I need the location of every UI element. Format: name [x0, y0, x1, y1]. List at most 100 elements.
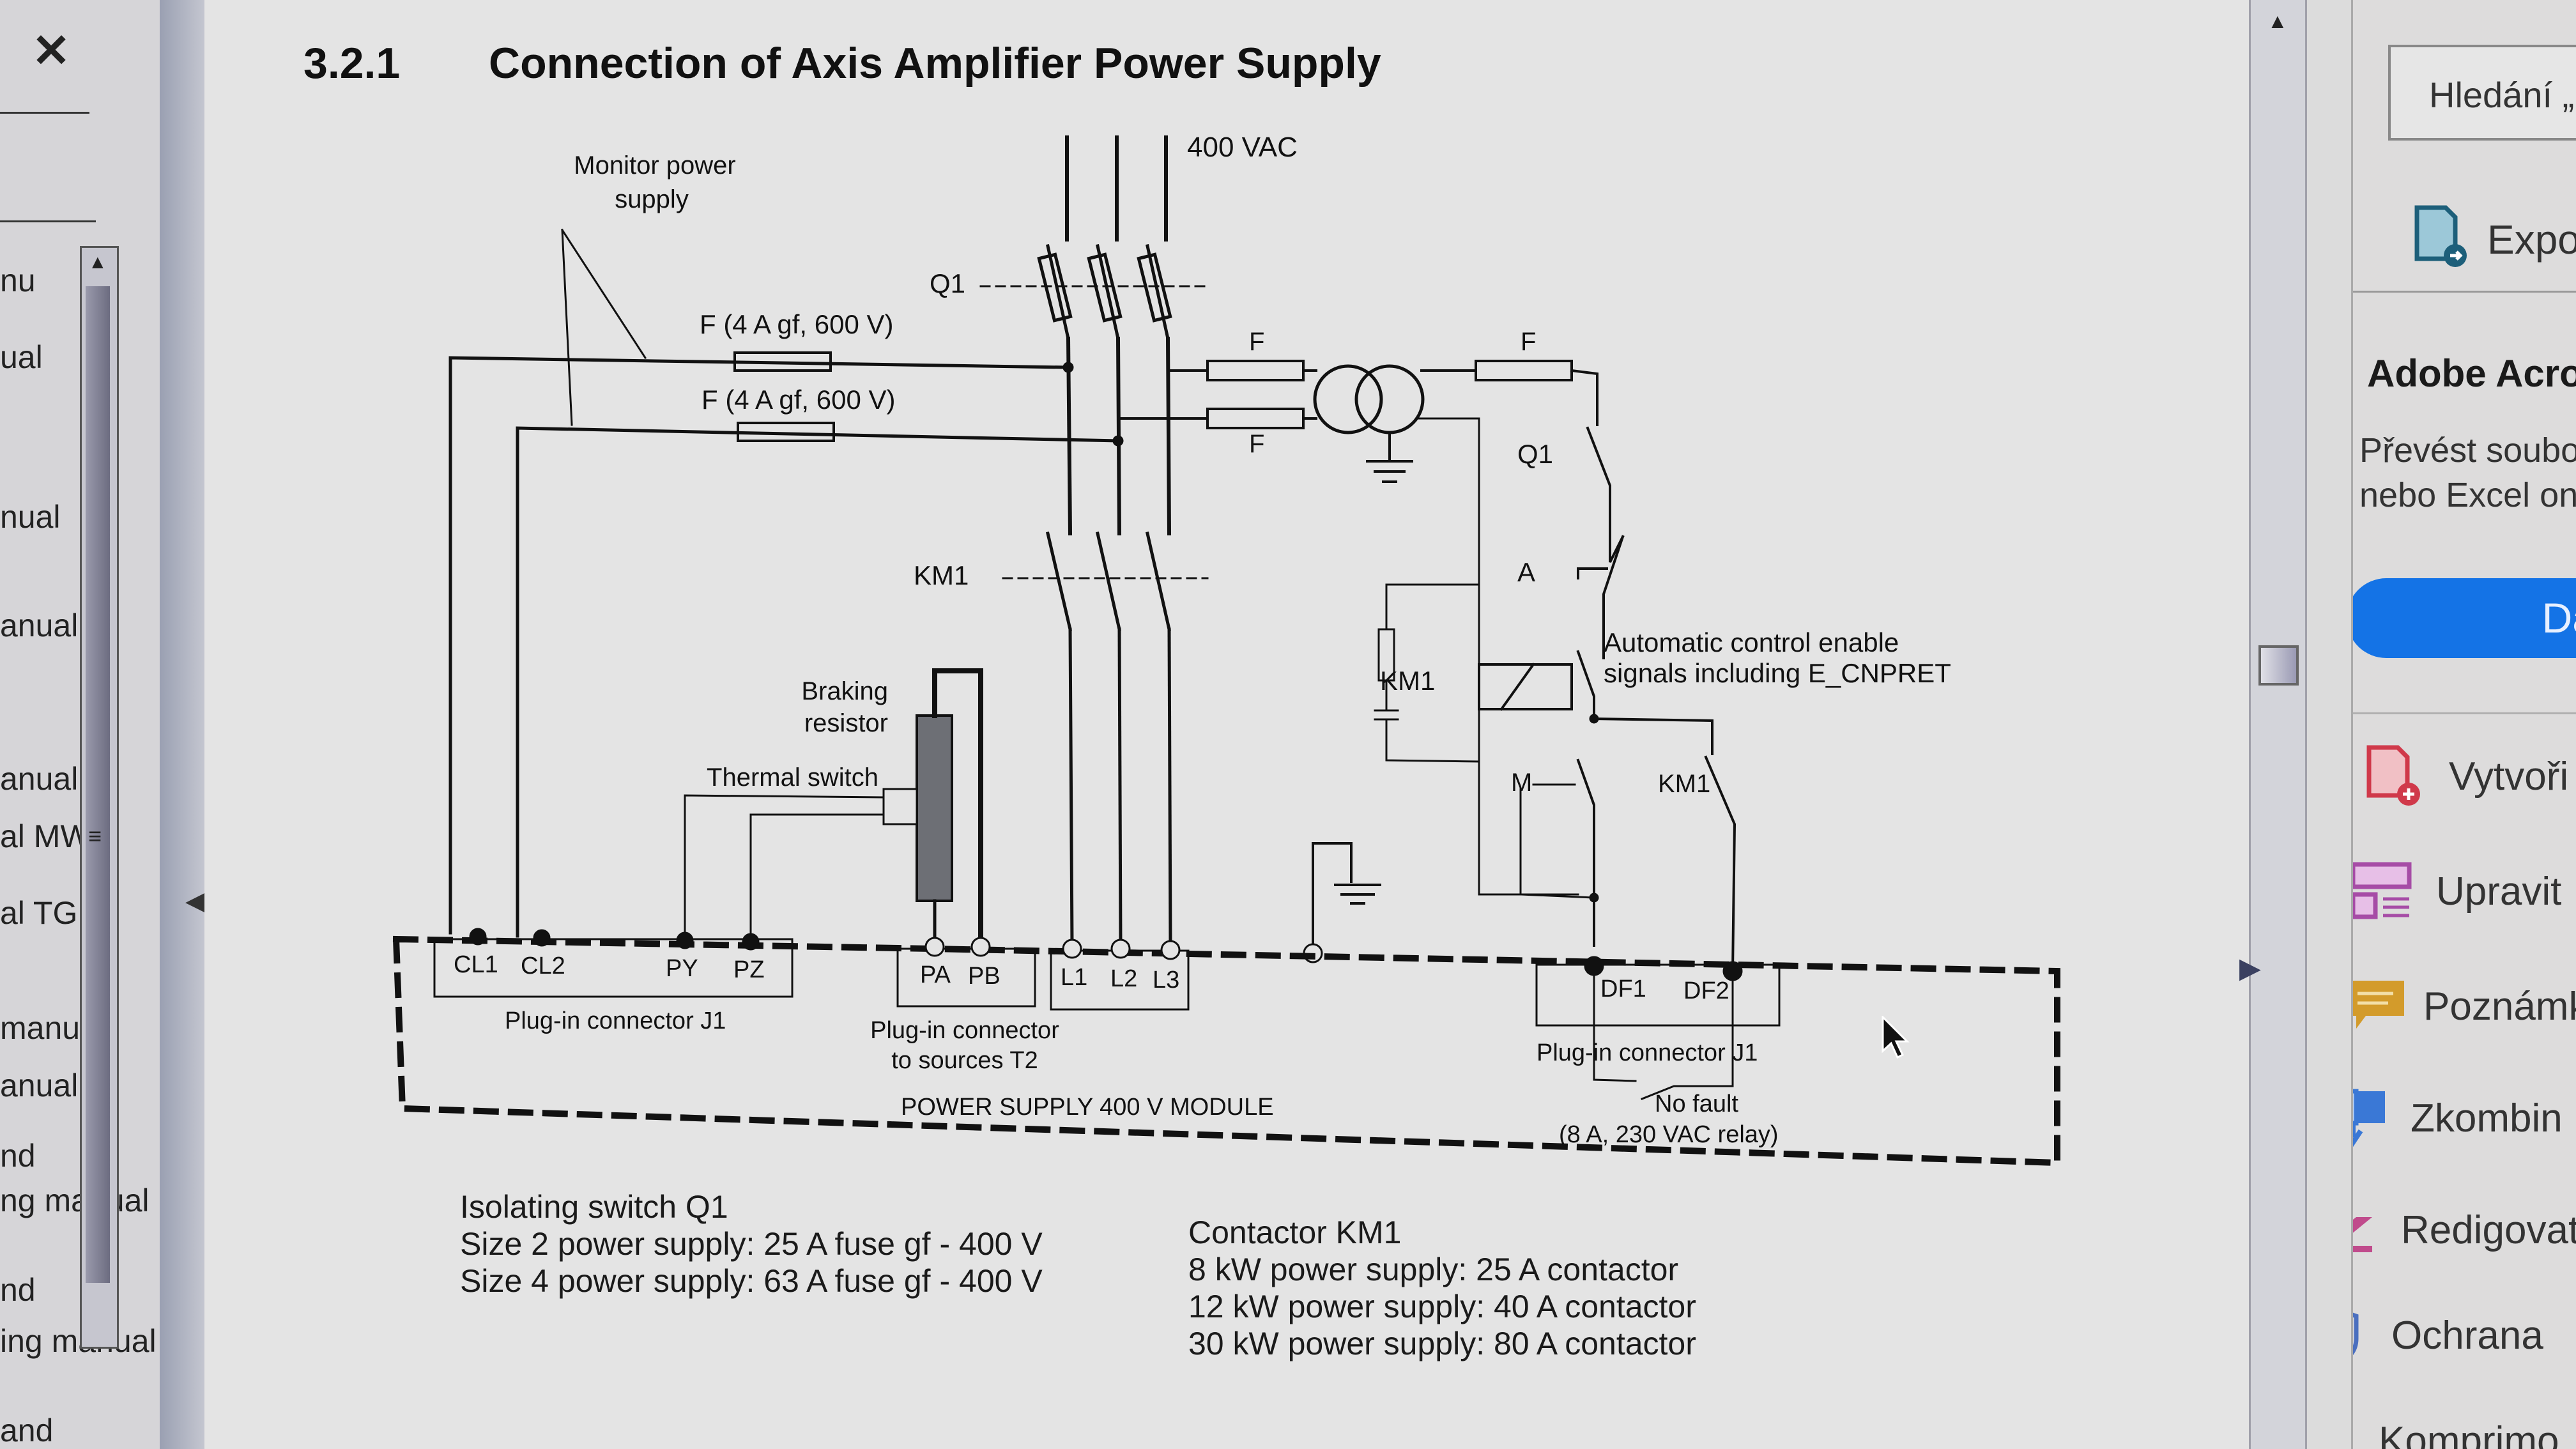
tool-create-pdf[interactable]: Vytvoři	[2353, 744, 2576, 821]
q1-label: Q1	[930, 268, 965, 298]
module-label: POWER SUPPLY 400 V MODULE	[901, 1094, 1274, 1121]
expand-right-panel-arrow-icon[interactable]: ▶	[2239, 953, 2261, 984]
terminal-label: L2	[1110, 965, 1137, 992]
thermal-switch	[882, 788, 918, 825]
terminal-label: CL2	[521, 953, 565, 979]
bookmark-item[interactable]: nual	[0, 499, 61, 535]
connector-label: Plug-in connector	[870, 1017, 1059, 1044]
bookmark-item[interactable]: nd	[0, 1138, 36, 1174]
tool-redact[interactable]: Redigovat	[2353, 1198, 2576, 1275]
bookmark-item[interactable]: ing manual	[0, 1323, 157, 1359]
notes-line: Size 2 power supply: 25 A fuse gf - 400 …	[460, 1226, 1043, 1262]
no-fault-label: No fault	[1655, 1091, 1738, 1117]
fuse-transformer-primary-2	[1206, 408, 1305, 429]
export-pdf-icon	[2414, 205, 2467, 267]
tool-label: Upravit	[2436, 870, 2562, 914]
km1-aux-contact	[1704, 755, 1736, 973]
bookmarks-scrollbar[interactable]: ▲ ≡	[80, 246, 119, 1349]
divider	[0, 220, 96, 222]
bookmark-item[interactable]: anual	[0, 608, 79, 643]
tool-label: Ochrana	[2391, 1314, 2543, 1358]
tool-label: Vytvoři	[2449, 755, 2569, 799]
monitor-power-label: supply	[615, 185, 689, 213]
combine-files-icon	[2353, 1089, 2385, 1147]
connector-j1-df	[1535, 963, 1781, 1027]
km1-label: KM1	[914, 560, 969, 590]
bookmark-item[interactable]: ng manual	[0, 1183, 150, 1218]
bookmark-item[interactable]: anual	[0, 1068, 79, 1103]
fuse-transformer-primary-1	[1206, 360, 1305, 381]
tool-combine[interactable]: Zkombin	[2353, 1086, 2576, 1163]
km1-coil	[1478, 663, 1573, 710]
tool-label: Zkombin	[2411, 1096, 2563, 1140]
terminal-label: PY	[666, 955, 698, 982]
bookmark-item[interactable]: ual	[0, 339, 43, 375]
bookmarks-panel: ✕ nu ual nual anual anual T al MW al TG …	[0, 0, 161, 1449]
tool-label: Redigovat	[2401, 1208, 2576, 1252]
braking-resistor-label: resistor	[804, 709, 888, 737]
fuse-transformer-secondary	[1475, 360, 1573, 381]
bookmark-item[interactable]: al MW	[0, 818, 91, 854]
document-scrollbar[interactable]: ▲	[2249, 0, 2307, 1449]
fuse-monitor-1	[733, 351, 832, 372]
redact-icon	[2353, 1217, 2372, 1252]
isolating-switch-notes: Isolating switch Q1 Size 2 power supply:…	[460, 1188, 1043, 1300]
scroll-up-icon[interactable]: ▲	[88, 252, 107, 273]
monitor-power-label: Monitor power	[574, 151, 735, 180]
scrollbar-thumb[interactable]	[86, 286, 110, 1283]
divider	[2353, 712, 2576, 714]
terminal-label: DF2	[1683, 977, 1729, 1004]
tool-protect[interactable]: Ochrana	[2353, 1303, 2576, 1380]
create-pdf-icon	[2366, 745, 2420, 806]
tool-comment[interactable]: Poznámk	[2353, 974, 2576, 1051]
fuse-label: F (4 A gf, 600 V)	[700, 309, 894, 339]
protect-shield-icon	[2353, 1312, 2359, 1355]
km1-aux-label: KM1	[1658, 770, 1710, 798]
connector-t2	[896, 947, 1036, 1008]
connector-j1	[433, 938, 793, 998]
tool-label: Poznámk	[2423, 985, 2576, 1029]
fuse-label: F (4 A gf, 600 V)	[702, 385, 896, 415]
fuse-f-label: F	[1521, 328, 1536, 356]
panel-splitter[interactable]	[160, 0, 204, 1449]
notes-line: 8 kW power supply: 25 A contactor	[1188, 1252, 1679, 1287]
close-panel-button[interactable]: ✕	[31, 26, 71, 77]
notes-title: Isolating switch Q1	[460, 1189, 728, 1225]
collapse-left-panel-arrow-icon[interactable]: ◀	[185, 885, 206, 916]
bookmark-item[interactable]: nu	[0, 263, 36, 298]
export-pdf-tool[interactable]: Expo	[2353, 204, 2576, 281]
fuse-monitor-2	[737, 422, 835, 442]
q1-aux-contact	[1586, 426, 1625, 563]
compress-icon	[2351, 1409, 2356, 1449]
terminal-label: CL1	[454, 951, 498, 978]
divider	[0, 112, 89, 114]
tool-edit-pdf[interactable]: Upravit	[2353, 859, 2576, 936]
bookmark-item[interactable]: al TG	[0, 895, 78, 931]
edit-pdf-icon	[2353, 862, 2412, 919]
notes-title: Contactor KM1	[1188, 1215, 1402, 1250]
promo-text-line: Převést soubo	[2359, 431, 2576, 470]
scrollbar-thumb[interactable]	[2258, 645, 2299, 686]
q1-fuse-switch	[1037, 244, 1172, 341]
search-input[interactable]: Hledání „	[2388, 45, 2576, 141]
bookmark-item[interactable]: and	[0, 1413, 54, 1448]
m-contact-label: M	[1511, 769, 1532, 797]
no-fault-label: (8 A, 230 VAC relay)	[1559, 1121, 1779, 1148]
connector-label: Plug-in connector J1	[505, 1008, 726, 1034]
fuse-f-label: F	[1249, 430, 1264, 458]
scroll-up-icon[interactable]: ▲	[2267, 10, 2288, 33]
terminal-label: PA	[920, 962, 951, 988]
promo-cta-button[interactable]: Da	[2353, 578, 2576, 658]
promo-text: Převést soubo nebo Excel onl	[2359, 428, 2576, 518]
document-page: 3.2.1 Connection of Axis Amplifier Power…	[204, 0, 2249, 1449]
tools-panel: Hledání „ Expo Adobe Acro Převést soubo …	[2351, 0, 2576, 1449]
tool-compress[interactable]: Komprimo	[2353, 1409, 2576, 1449]
km1-coil-label: KM1	[1380, 666, 1435, 696]
fuse-f-label: F	[1249, 328, 1264, 356]
mouse-pointer-icon	[1882, 1016, 1910, 1059]
terminal-label: L1	[1061, 964, 1087, 991]
braking-resistor	[916, 714, 953, 902]
connector-label: to sources T2	[891, 1047, 1038, 1074]
bookmark-item[interactable]: nd	[0, 1272, 36, 1308]
km1-main-contacts	[1045, 531, 1171, 632]
